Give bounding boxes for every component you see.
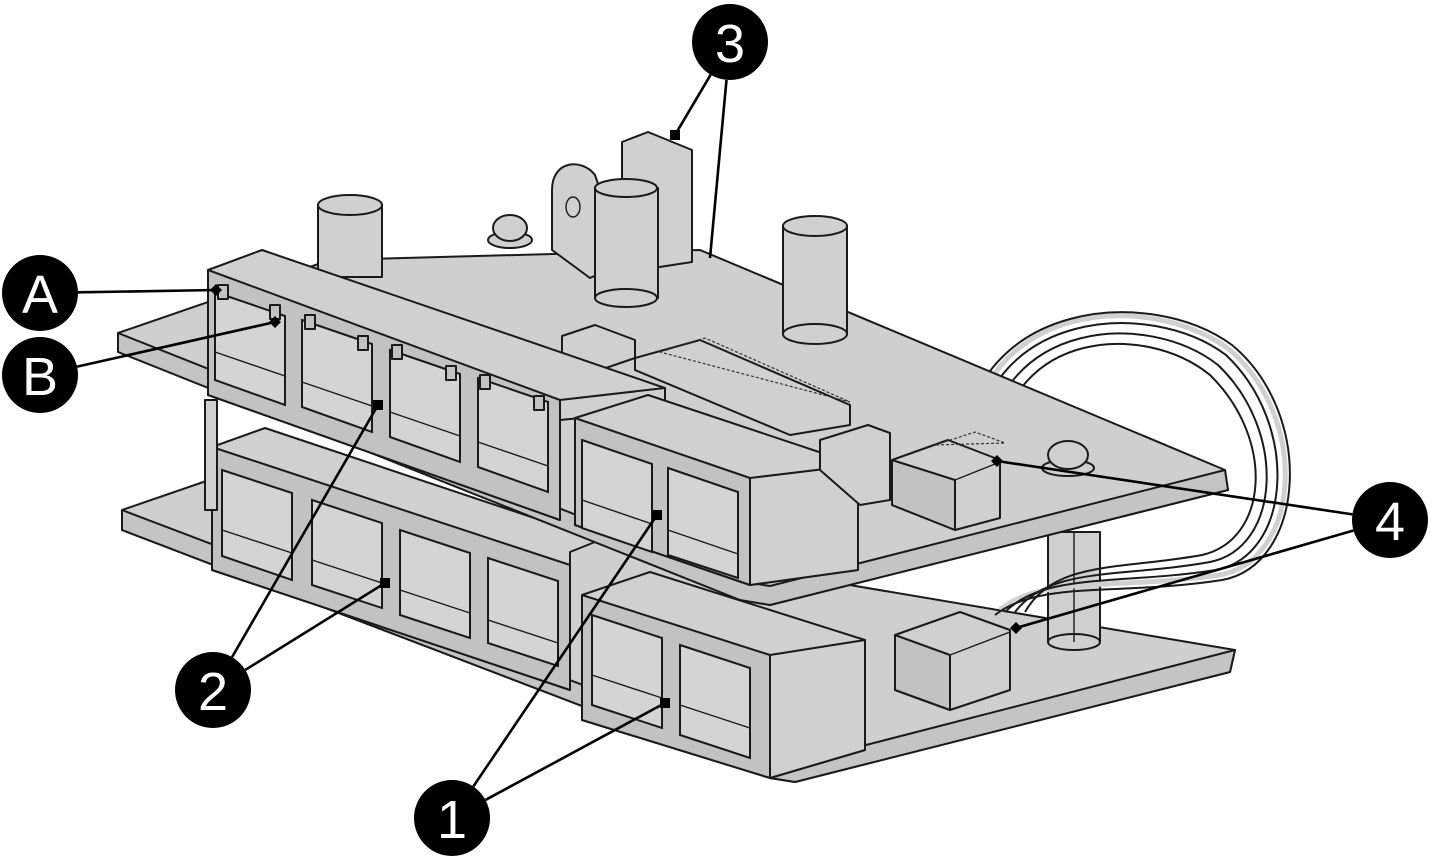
lower-board [121, 427, 1236, 783]
callout-badge [692, 4, 768, 80]
lower-header-connector [894, 611, 1011, 711]
square-marker-icon [380, 578, 390, 588]
standoff-upper-right [782, 215, 848, 345]
chip-right [819, 424, 891, 506]
callout-b: B [2, 316, 281, 413]
diamond-marker-icon [1010, 622, 1022, 634]
leader-line [1015, 529, 1354, 630]
callout-label: 3 [715, 14, 745, 74]
callout-badge [414, 780, 490, 856]
leader-line [996, 459, 1353, 516]
screw-upper [487, 214, 533, 249]
upper-header-connector [891, 431, 1006, 531]
callout-label: B [22, 347, 58, 407]
leader-line [484, 701, 666, 802]
leader-line [472, 514, 659, 788]
callout-badge [175, 652, 251, 728]
callout-2: 2 [175, 400, 390, 728]
lower-port-block-main [211, 427, 601, 691]
diamond-marker-icon [991, 455, 1003, 467]
power-jack [551, 131, 693, 308]
leader-line [76, 320, 276, 368]
callout-4: 4 [991, 455, 1428, 634]
upper-board [117, 131, 1229, 606]
upper-main-ports [214, 290, 549, 494]
upper-port-block-side [574, 394, 859, 586]
ribbon-cable [961, 311, 1291, 616]
square-marker-icon [652, 510, 662, 520]
square-marker-icon [670, 130, 680, 140]
diamond-marker-icon [210, 284, 222, 296]
square-marker-icon [373, 400, 383, 410]
callout-badge [2, 255, 78, 331]
callout-label: A [22, 265, 58, 325]
callout-1: 1 [414, 510, 670, 856]
callout-3: 3 [670, 4, 768, 259]
callout-label: 1 [437, 790, 467, 850]
standoff-upper-left [317, 194, 383, 278]
leader-line [708, 79, 728, 259]
diamond-marker-icon [269, 316, 281, 328]
lower-port-block-side [581, 571, 866, 779]
callout-a: A [2, 255, 222, 331]
callout-badge [2, 337, 78, 413]
callout-badge [1352, 482, 1428, 558]
callouts-layer: AB 1 2 3 4 [2, 4, 1428, 856]
lower-main-ports [221, 468, 559, 668]
callout-label: 4 [1375, 492, 1405, 552]
leader-line [244, 581, 386, 672]
callout-label: 2 [198, 662, 228, 722]
screw-upper-right [1041, 440, 1095, 477]
leader-line [77, 288, 217, 294]
square-marker-icon [660, 698, 670, 708]
leader-line [673, 74, 712, 136]
standoff-left [204, 399, 218, 511]
leader-line [230, 404, 380, 658]
